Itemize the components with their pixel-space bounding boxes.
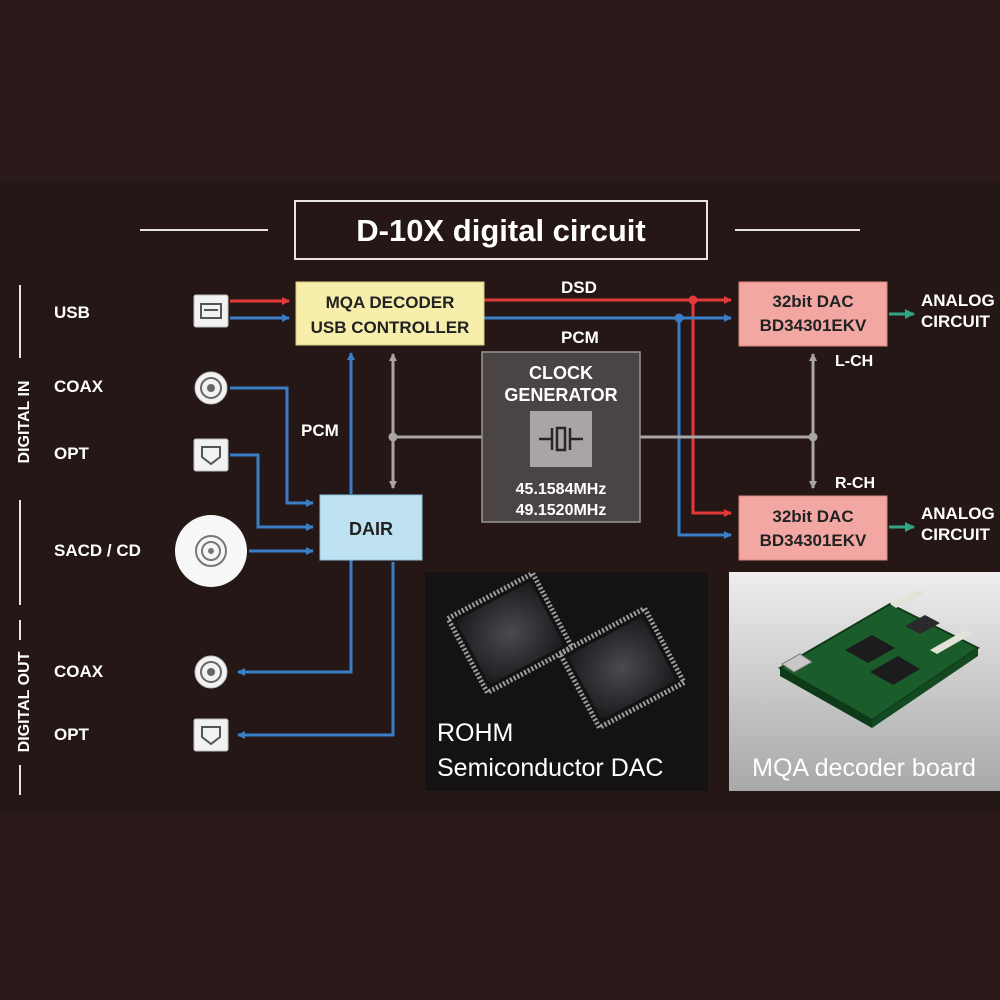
mqa-board-caption: MQA decoder board xyxy=(752,754,976,782)
input-label-opt: OPT xyxy=(54,444,90,463)
l-ch-label: L-CH xyxy=(835,353,873,370)
rohm-dac-photo: ROHM Semiconductor DAC xyxy=(425,570,708,791)
input-label-sacd-cd: SACD / CD xyxy=(54,541,141,560)
opt-in-jack-icon xyxy=(193,438,229,472)
dair-to-coax-out-line xyxy=(237,560,353,676)
rohm-caption-line2: Semiconductor DAC xyxy=(437,754,663,782)
analog-bottom-line1: ANALOG xyxy=(921,504,995,523)
output-label-coax: COAX xyxy=(54,662,104,681)
usb-port-icon xyxy=(193,294,229,328)
dac-bottom-line2: BD34301EKV xyxy=(760,531,867,550)
sacd-cd-disc-icon xyxy=(175,515,247,587)
clock-generator-block: CLOCK GENERATOR 45.1584MHz 49.1520MHz xyxy=(481,351,641,523)
dsd-label: DSD xyxy=(561,278,597,297)
r-ch-label: R-CH xyxy=(835,475,875,492)
clock-junction-right xyxy=(808,432,818,442)
diagram-title: D-10X digital circuit xyxy=(356,213,645,248)
dair-to-opt-out-line xyxy=(237,562,395,739)
opt-out-jack-icon xyxy=(193,718,229,752)
coax-in-jack-icon xyxy=(194,371,228,405)
mqa-decoder-block: MQA DECODER USB CONTROLLER xyxy=(295,281,485,346)
dsd-junction-dot xyxy=(688,295,698,305)
dac-top-block: 32bit DAC BD34301EKV xyxy=(738,281,888,347)
dac-bottom-block: 32bit DAC BD34301EKV xyxy=(738,495,888,561)
pcm-top-label: PCM xyxy=(561,328,599,347)
output-label-opt: OPT xyxy=(54,725,90,744)
pcm-left-label: PCM xyxy=(301,421,339,440)
dair-block-label: DAIR xyxy=(349,519,393,539)
input-label-coax: COAX xyxy=(54,377,104,396)
clock-block-line2: GENERATOR xyxy=(504,385,617,405)
analog-top-line2: CIRCUIT xyxy=(921,312,991,331)
clock-block-line1: CLOCK xyxy=(529,363,593,383)
digital-out-label: DIGITAL OUT xyxy=(16,651,33,752)
dac-top-line1: 32bit DAC xyxy=(772,292,853,311)
dair-block: DAIR xyxy=(319,494,423,561)
bottom-band xyxy=(0,812,1000,1000)
mqa-board-photo: MQA decoder board xyxy=(729,572,1000,791)
dac-top-line2: BD34301EKV xyxy=(760,316,867,335)
analog-bottom-line2: CIRCUIT xyxy=(921,525,991,544)
digital-in-label: DIGITAL IN xyxy=(16,381,33,464)
top-band xyxy=(0,0,1000,182)
dsd-branch-line xyxy=(691,300,732,517)
clock-freq-2: 49.1520MHz xyxy=(516,502,607,519)
crystal-icon xyxy=(539,426,583,452)
coax-to-dair-line xyxy=(230,386,314,507)
rohm-caption-line1: ROHM xyxy=(437,719,513,747)
pcm-branch-line xyxy=(677,318,732,539)
clock-junction-left xyxy=(388,432,398,442)
mqa-block-line2: USB CONTROLLER xyxy=(311,318,470,337)
clock-freq-1: 45.1584MHz xyxy=(516,481,607,498)
analog-top-line1: ANALOG xyxy=(921,291,995,310)
coax-out-jack-icon xyxy=(194,655,228,689)
title-box xyxy=(294,200,708,260)
opt-to-dair-line xyxy=(230,453,314,531)
pcm-junction-dot xyxy=(674,313,684,323)
input-label-usb: USB xyxy=(54,303,90,322)
mqa-block-line1: MQA DECODER xyxy=(326,293,455,312)
mqa-board-image xyxy=(777,590,980,728)
dac-bottom-line1: 32bit DAC xyxy=(772,507,853,526)
